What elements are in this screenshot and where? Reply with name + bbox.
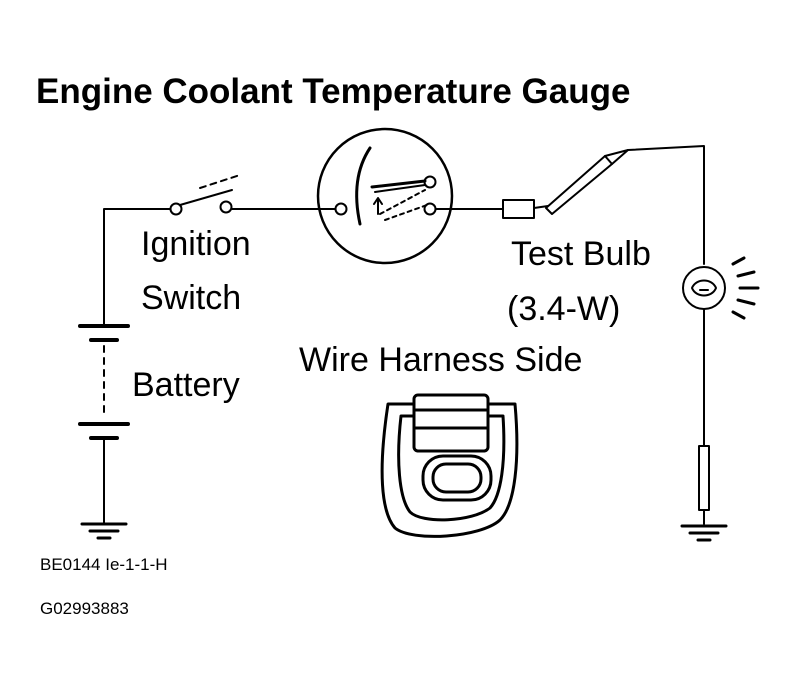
test-lead-connector [502,199,535,219]
test-bulb-label-line1: Test Bulb [511,235,651,273]
battery-label: Battery [132,366,240,404]
reference-code: BE0144 Ie-1-1-H [40,555,168,574]
ground-symbol-battery [80,522,128,540]
ignition-switch-label-line1: Ignition [141,225,251,263]
ignition-switch [169,174,241,216]
ignition-switch-label-line2: Switch [141,279,242,317]
bulb-light-rays [731,256,760,320]
test-bulb-label-line2: (3.4-W) [507,290,621,328]
diagram-title: Engine Coolant Temperature Gauge [36,72,631,111]
battery [78,311,130,525]
ground-probe [680,445,728,542]
wires [103,145,705,447]
test-probe [545,149,629,215]
test-bulb-icon [682,266,726,310]
figure-id: G02993883 [40,599,129,618]
wire-harness-side-label: Wire Harness Side [299,341,583,379]
temperature-gauge [316,127,454,265]
connector-wire-harness-side [380,393,519,538]
